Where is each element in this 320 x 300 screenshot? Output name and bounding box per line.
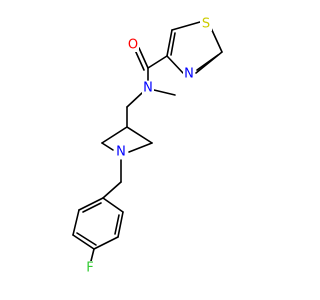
benzene-bond [78, 197, 104, 211]
piperidine-bond [126, 126, 153, 144]
piperidine-nitrogen-label: N [116, 145, 126, 160]
benzene-bond [72, 209, 80, 236]
thiazole-bond [171, 21, 201, 31]
carbonyl-bond [138, 47, 149, 69]
benzene-double-bond [82, 202, 102, 213]
benzene-bond [102, 197, 124, 213]
piperidine-bond [128, 142, 153, 153]
thiazole-double-bond [196, 54, 219, 71]
thiazole-bond [166, 29, 173, 57]
carbonyl-oxygen-label: O [128, 38, 138, 53]
benzene-bond [72, 234, 95, 250]
amide-bond [147, 55, 168, 69]
benzene-double-bond [76, 232, 97, 246]
fluorine-label: F [86, 261, 93, 276]
atom-label-layer: O S N N N F [84, 17, 212, 276]
c-f-bond [90, 248, 95, 262]
benzene-double-bond [114, 214, 120, 235]
n-ch2-bond [126, 92, 143, 108]
piperidine-bond [101, 126, 128, 144]
n-methyl-bond [153, 89, 176, 96]
thiazole-double-bond [170, 32, 176, 56]
chemical-structure: O S N N N F [72, 17, 223, 276]
bond-layer [72, 21, 223, 262]
ethyl-bond [102, 181, 122, 199]
piperidine-bond [101, 142, 114, 151]
thiazole-nitrogen-label: N [184, 67, 194, 82]
carbonyl-double-bond [134, 49, 145, 71]
thiazole-bond [166, 55, 184, 74]
thiazole-sulfur-label: S [202, 17, 210, 32]
thiazole-bond [210, 27, 223, 53]
amide-nitrogen-label: N [143, 81, 153, 96]
benzene-bond [93, 236, 119, 250]
benzene-bond [117, 211, 124, 238]
